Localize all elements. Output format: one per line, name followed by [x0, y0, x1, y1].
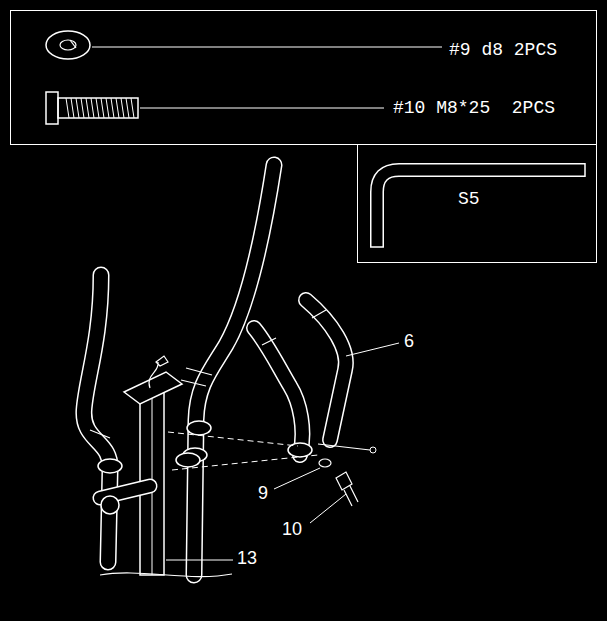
- joint-collar: [98, 459, 122, 473]
- pivot-knob: [101, 496, 119, 514]
- left-handlebar: [84, 275, 110, 562]
- joint-collar: [176, 453, 200, 467]
- grip-band: [90, 310, 326, 438]
- console-plate: [124, 372, 182, 404]
- leader-line: [346, 343, 399, 356]
- parts-list-box: #9 d8 2PCS #10 M8*25 2PCS: [10, 10, 597, 145]
- leader-line: [274, 468, 320, 489]
- callout-number: 6: [404, 332, 414, 352]
- bolt-thread: [66, 98, 134, 118]
- callout-number: 9: [258, 484, 268, 504]
- leader-line: [92, 47, 442, 48]
- cable-plug: [370, 447, 376, 453]
- right-handlebar: [194, 165, 274, 575]
- bolt-part: [336, 472, 358, 506]
- leader-line: [310, 494, 346, 523]
- leader-line: [140, 108, 384, 109]
- allen-key-end: [370, 163, 585, 247]
- allen-key: [377, 170, 585, 247]
- tool-size: S5: [458, 190, 480, 210]
- joint-collar: [187, 421, 211, 435]
- washer-part: [319, 459, 331, 467]
- washer-symbol: [46, 31, 90, 59]
- washer-split: [70, 40, 76, 48]
- bolt-head: [46, 92, 58, 124]
- callout-number: 13: [237, 549, 257, 569]
- break-line: [100, 573, 232, 577]
- right-handlebar-inner: [194, 165, 274, 575]
- bolt-shank: [58, 98, 138, 118]
- washer-hole: [60, 40, 76, 50]
- left-handlebar-inner: [84, 275, 110, 562]
- arm-tube: [306, 300, 346, 440]
- leader-line: [166, 560, 233, 561]
- grip-band: [181, 368, 212, 386]
- allen-key-inner: [377, 170, 585, 247]
- tool-box: S5: [357, 144, 597, 263]
- part-spec: #9 d8 2PCS: [449, 41, 557, 61]
- callout-number: 10: [282, 520, 302, 540]
- assembly-line: [168, 432, 318, 470]
- arm-tube-inner: [254, 328, 302, 455]
- console-wire: [149, 356, 168, 388]
- cable: [318, 444, 370, 450]
- arm-tube: [254, 328, 302, 455]
- arm-tube-inner: [306, 300, 346, 440]
- part-spec: #10 M8*25 2PCS: [393, 99, 555, 119]
